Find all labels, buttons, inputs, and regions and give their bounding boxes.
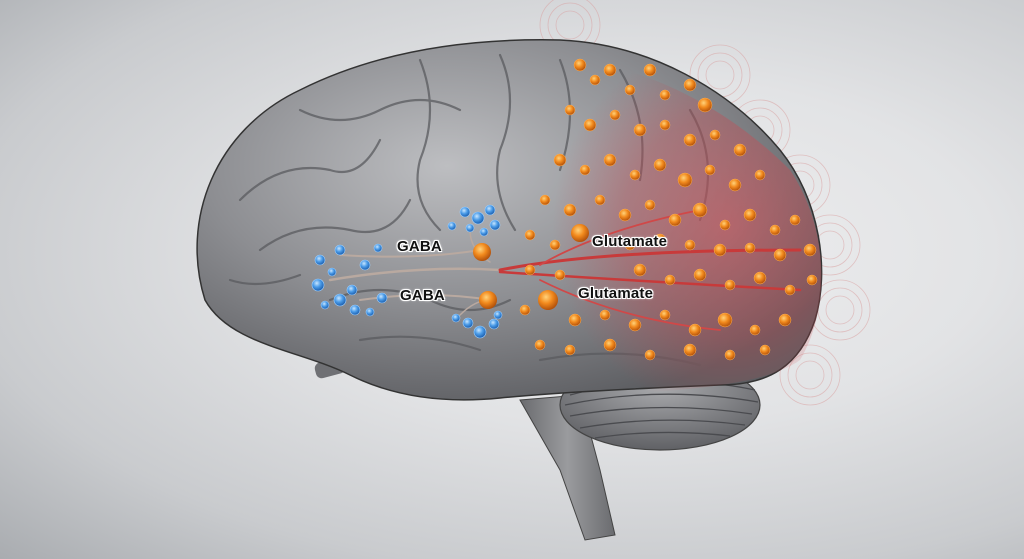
glutamate-label-bottom: Glutamate — [578, 285, 654, 302]
gaba-label-top: GABA — [397, 238, 442, 255]
glutamate-vesicles — [519, 58, 818, 361]
terminal-spheres — [473, 224, 589, 310]
ripple-waves — [539, 0, 871, 406]
glutamate-label-top: Glutamate — [592, 233, 668, 250]
gaba-label-bottom: GABA — [400, 287, 445, 304]
gaba-vesicles — [311, 204, 503, 339]
